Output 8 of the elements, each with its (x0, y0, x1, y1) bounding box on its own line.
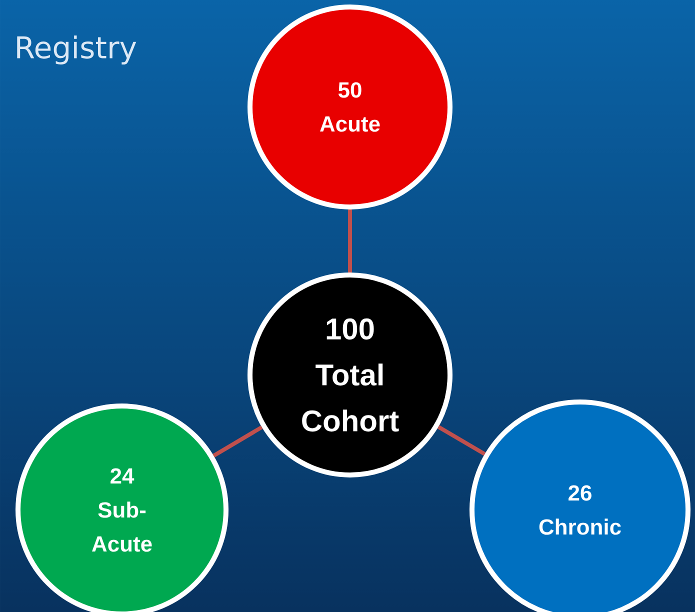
circle-node: 24 Sub-Acute (16, 403, 228, 612)
circle-node: 100 Total Cohort (248, 272, 452, 478)
circle-node: 50 Acute (248, 4, 452, 210)
connector-line (348, 209, 352, 272)
connector-line (437, 425, 486, 456)
title: Registry (17, 35, 136, 64)
connector-line (212, 425, 263, 458)
circle-node: 26 Chronic (470, 399, 690, 612)
